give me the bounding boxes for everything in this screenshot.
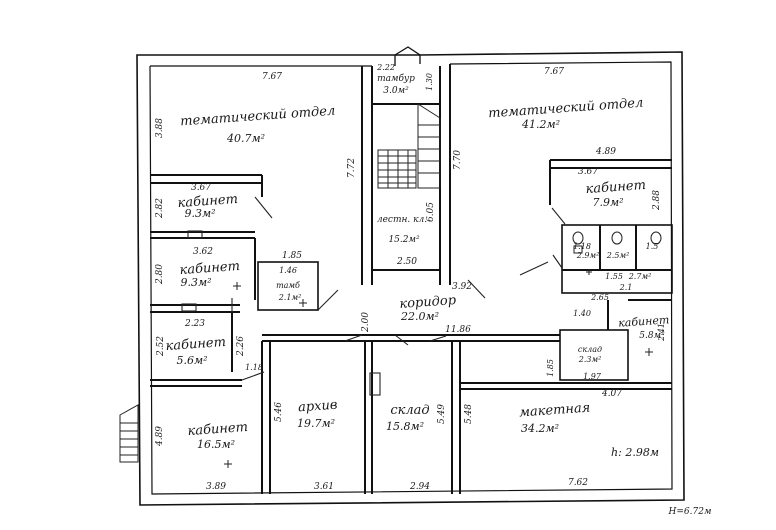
dim-store-w: 1.97 (583, 372, 602, 381)
dim-door: 1.18 (245, 363, 263, 372)
room-store-1-area: 15.8м² (386, 420, 424, 433)
room-office-2-area: 9.3м² (180, 276, 211, 289)
dim-corridor-bottom: 11.86 (445, 325, 471, 335)
dim-mid-wall-right: 7.70 (453, 150, 463, 170)
dim-stair-width: 2.50 (396, 257, 417, 267)
room-office-4-name: кабинет (187, 420, 248, 439)
room-wc-2-area: 2.5м² (606, 251, 630, 260)
dim-left-height: 3.88 (155, 118, 165, 138)
room-office-4-area: 16.5м² (197, 438, 235, 451)
dim-office1-height: 2.82 (155, 198, 165, 219)
fixture-markers (224, 269, 653, 468)
room-closet-area: 2.1м² (278, 293, 302, 302)
height-mark: Н=6.72м (668, 507, 712, 517)
staircase (377, 103, 441, 189)
dim-wc-w3: 1.55 (605, 272, 623, 281)
dim-office2-width: 3.62 (193, 247, 213, 257)
dim-wc-w2: 1.5 (646, 242, 659, 251)
room-archive-name: архив (298, 398, 338, 416)
dim-right-block-h: 2.88 (652, 190, 662, 211)
entrance-steps (119, 404, 139, 463)
dim-wc-h: 2.1 (619, 283, 633, 292)
dim-store1-h: 5.49 (437, 404, 447, 424)
room-office-1-name: кабинет (177, 192, 238, 211)
dim-bottom-4: 7.62 (568, 478, 588, 488)
room-office-right-name: кабинет (585, 178, 646, 197)
room-office-small-area: 5.8м² (639, 331, 665, 341)
dim-closet-depth: 1.46 (279, 266, 297, 275)
room-stair-area: 15.2м² (388, 235, 420, 245)
room-office-1-area: 9.3м² (184, 207, 215, 220)
room-archive-area: 19.7м² (297, 417, 335, 430)
room-wc-1-area: 2.9м² (576, 251, 600, 260)
dim-model-top: 4.07 (601, 389, 622, 399)
room-stair-name: лестн. кл. (377, 215, 427, 225)
room-model-area: 34.2м² (521, 422, 559, 435)
dim-small-office-w: 2.65 (590, 293, 609, 302)
room-store-2-area: 2.3м² (578, 355, 602, 364)
dim-bottom-2: 3.61 (314, 482, 334, 492)
room-office-3-name: кабинет (165, 335, 226, 354)
dim-small-office-h: 1.40 (573, 309, 591, 318)
dim-office2-height: 2.80 (155, 264, 165, 285)
dim-tambur-width: 2.22 (376, 63, 395, 72)
room-office-right-area: 7.9м² (592, 196, 623, 209)
room-corridor-name: коридор (399, 293, 457, 312)
dim-left-bottom-h: 4.89 (155, 426, 165, 447)
dim-right-office-small: 2.41 (657, 323, 666, 342)
room-office-2-name: кабинет (179, 259, 240, 278)
dim-tambur-depth: 1.30 (425, 73, 434, 91)
outer-walls (136, 46, 685, 506)
dim-right-office-width: 3.67 (578, 167, 598, 177)
room-corridor-area: 22.0м² (400, 310, 439, 323)
room-thematic-left-area: 40.7м² (226, 132, 265, 145)
room-store-2-name: склад (578, 345, 602, 354)
dim-office3-width: 2.23 (184, 319, 205, 329)
room-thematic-right-name: тематический отдел (488, 96, 644, 122)
room-wc-3-area: 2.7м² (628, 272, 652, 281)
room-tambur-area: 3.0м² (383, 86, 409, 96)
dim-office3-height-l: 2.52 (156, 336, 166, 357)
dim-right-block: 4.89 (595, 147, 616, 157)
room-thematic-left-name: тематический отдел (180, 104, 336, 130)
ceiling-height: h: 2.98м (611, 446, 659, 459)
dim-corridor-width: 2.00 (361, 312, 371, 333)
room-thematic-right-area: 41.2м² (521, 118, 560, 131)
sanitary-fixtures (572, 231, 662, 254)
dim-office1-width: 3.67 (191, 183, 211, 193)
dim-wc-w1: 1.18 (573, 242, 591, 251)
dim-model-h: 5.48 (464, 404, 474, 424)
dim-closet-width: 1.85 (282, 251, 302, 261)
doors (181, 196, 566, 396)
dim-stair-depth: 6.05 (426, 202, 436, 222)
dim-bottom-3: 2.94 (409, 482, 430, 492)
dim-top-right: 7.67 (544, 67, 564, 77)
room-office-small-name: кабинет (618, 313, 670, 330)
dim-bottom-1: 3.89 (206, 482, 226, 492)
dim-office3-height-r: 2.26 (236, 336, 246, 357)
dim-store-h1: 1.85 (546, 359, 555, 377)
dim-archive-h: 5.46 (274, 402, 284, 422)
room-store-1-name: склад (390, 403, 429, 418)
room-office-3-area: 5.6м² (176, 354, 207, 367)
dim-top-left: 7.67 (262, 72, 282, 82)
room-tambur-name: тамбур (377, 73, 415, 84)
dim-corridor-length: 3.92 (452, 282, 472, 292)
dim-mid-wall-left: 7.72 (347, 158, 357, 178)
room-closet-name: тамб (276, 281, 300, 290)
room-model-name: макетная (519, 401, 591, 421)
